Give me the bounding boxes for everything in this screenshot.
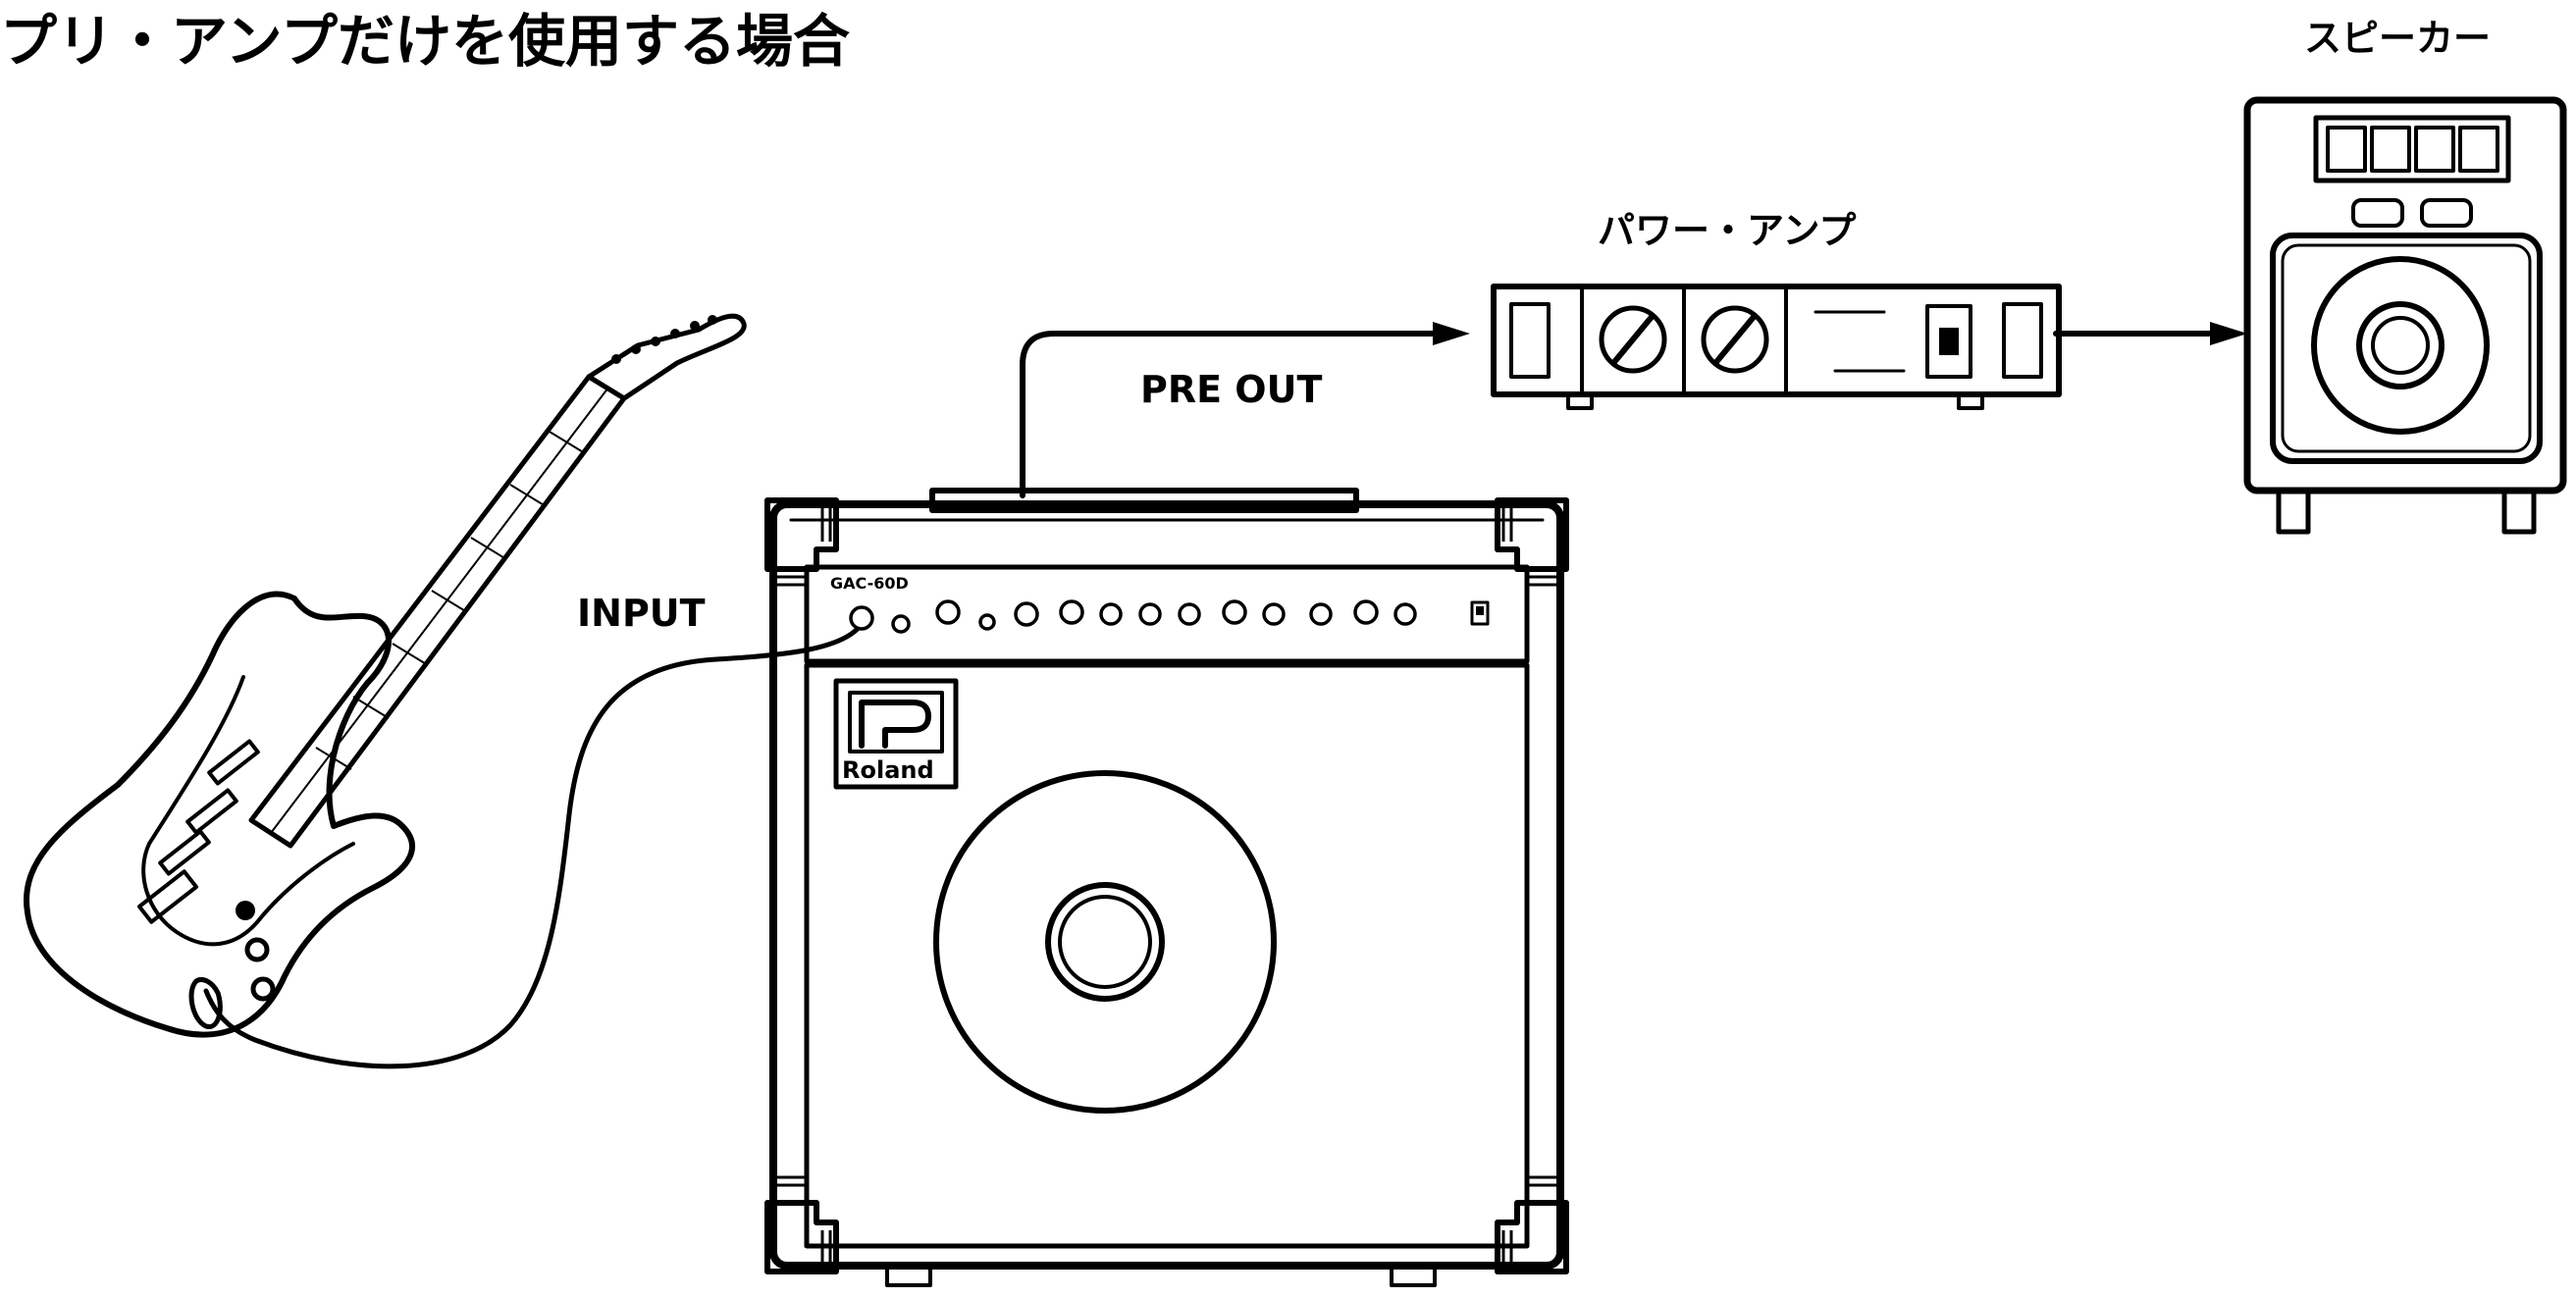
speaker-cabinet: [2243, 96, 2567, 535]
pre-out-label: PRE OUT: [1140, 368, 1322, 411]
input-label: INPUT: [577, 592, 706, 635]
amp-woofer: [933, 770, 1277, 1114]
power-amp-label: パワー・アンプ: [1598, 209, 1856, 252]
pre-out-cable: [1020, 322, 1470, 498]
electric-guitar: [24, 313, 747, 1038]
diagram-title: プリ・アンプだけを使用する場合: [0, 8, 850, 75]
combo-amp: GAC-60D Roland: [764, 488, 1569, 1287]
roland-logo: Roland: [833, 678, 959, 790]
power-amp: [1491, 284, 2062, 410]
speaker-cable: [2053, 322, 2247, 345]
corner-protectors: [764, 497, 1569, 1287]
speaker-label: スピーカー: [2304, 17, 2491, 60]
power-switch: [1470, 600, 1490, 626]
input-cable: [203, 621, 865, 1069]
roland-logo-text: Roland: [842, 756, 934, 784]
amp-control-knobs: [849, 599, 1417, 634]
amp-model-label: GAC-60D: [830, 574, 909, 593]
